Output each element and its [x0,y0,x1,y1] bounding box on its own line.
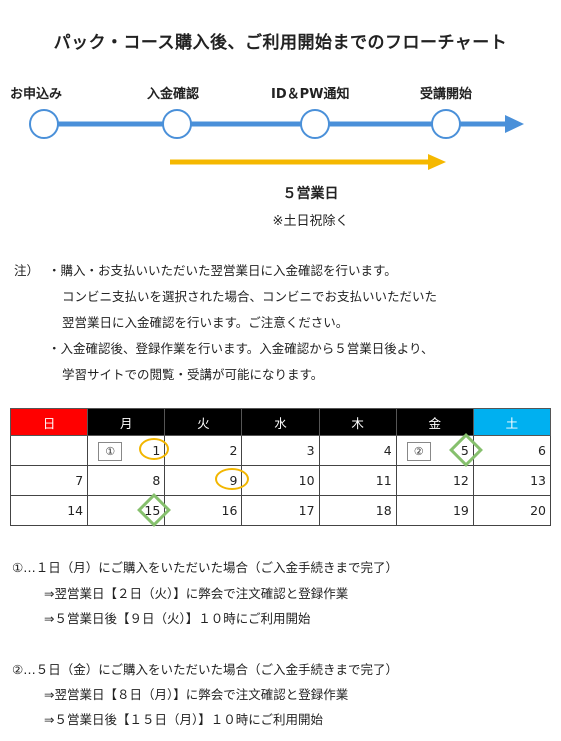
day-number: 14 [67,503,84,518]
example-heading: ②…５日（金）にご購入をいただいた場合（ご入金手続きまで完了） [12,662,398,677]
day-number: 10 [298,473,315,488]
example-line: ⇒翌営業日【８日（月）】に弊会で注文確認と登録作業 [44,687,349,702]
flow-node-course-start [431,109,461,139]
day-number: 11 [375,473,392,488]
page-title: パック・コース購入後、ご利用開始までのフローチャート [53,33,508,53]
calendar-day-cell: 7 [9,465,89,496]
day-number: 1 [152,443,161,458]
day-number: 8 [152,473,161,488]
calendar-day-cell [9,435,89,466]
day-5-wrapper: 5 [448,433,483,467]
calendar-day-cell: 4 [318,435,397,466]
calendar-day-cell: 12 [395,465,474,496]
flow-node-id-pw-notice [300,109,330,139]
step-label-course-start: 受講開始 [420,87,473,102]
day-number: 20 [530,503,546,518]
step-label-apply: お申込み [10,87,63,102]
start-day-ring-highlight [215,468,250,490]
day-number: 7 [75,473,84,488]
excluding-holidays-note: ※土日祝除く [272,214,349,229]
step-label-id-pw-notice: ID＆PW通知 [271,87,350,102]
note-line: ・入金確認後、登録作業を行います。入金確認から５営業日後より、 [48,341,434,356]
day-number: 5 [460,443,469,458]
calendar-day-cell: ② 5 [395,433,483,467]
calendar-header-row: 日 月 火 水 木 金 土 [9,408,552,436]
note-line: 翌営業日に入金確認を行います。ご注意ください。 [62,315,349,330]
calendar-day-cell: 17 [241,495,320,526]
day-15-wrapper: 15 [137,493,172,527]
note-line: 学習サイトでの閲覧・受講が可能になります。 [62,367,324,382]
example-heading: ①…１日（月）にご購入をいただいた場合（ご入金手続きまで完了） [12,560,398,575]
day-number: 13 [530,473,546,488]
calendar-day-cell: 3 [241,435,320,466]
flow-node-apply [29,109,59,139]
business-days-arrowhead [428,154,446,170]
business-days-label: ５営業日 [282,186,339,202]
calendar-day-cell: 11 [318,465,397,496]
calendar-day-cell: 13 [472,465,552,496]
day-number: 3 [306,443,315,458]
case-2-marker: ② [406,442,431,461]
calendar-day-cell: 10 [241,465,320,496]
calendar-day-cell: 8 [87,465,166,496]
header-sunday: 日 [9,408,89,436]
calendar-day-cell: 20 [472,495,552,526]
header-friday: 金 [395,408,474,436]
calendar-week-row: 7 8 9 10 11 12 13 [9,465,552,496]
flow-arrowhead [505,115,524,133]
calendar-day-cell: 19 [395,495,474,526]
calendar-week-row: ① 1 2 3 4 ② 5 6 [9,433,552,467]
header-tuesday: 火 [164,408,243,436]
calendar-day-cell: ① 1 [87,435,170,466]
purchase-day-ring-highlight [139,438,170,460]
calendar-day-cell: 14 [9,495,89,526]
header-saturday: 土 [472,408,552,436]
day-9-wrapper: 9 [215,468,250,490]
example-line: ⇒５営業日後【１５日（月）】１０時にご利用開始 [44,712,323,727]
calendar-day-cell: 18 [318,495,397,526]
calendar-day-cell: 2 [164,435,243,466]
day-number: 6 [538,443,546,458]
case-1-marker: ① [98,442,123,461]
day-number: 2 [229,443,238,458]
flow-diagram [29,109,524,170]
calendar-day-cell: 9 [164,465,250,496]
day-number: 17 [298,503,315,518]
day-1-wrapper: 1 [139,438,170,460]
calendar-day-cell: 16 [164,495,243,526]
header-monday: 月 [87,408,166,436]
day-number: 18 [375,503,392,518]
day-number: 19 [452,503,469,518]
day-number: 15 [144,503,161,518]
header-thursday: 木 [318,408,397,436]
calendar-table: 日 月 火 水 木 金 土 ① 1 2 3 4 ② 5 6 7 8 [9,408,552,527]
calendar-day-cell: 6 [472,435,552,466]
calendar-week-row: 14 15 16 17 18 19 20 [9,493,552,527]
day-number: 4 [383,443,392,458]
calendar-day-cell: 15 [87,493,172,527]
day-number: 16 [221,503,238,518]
example-line: ⇒翌営業日【２日（火）】に弊会で注文確認と登録作業 [44,586,349,601]
note-line: コンビニ支払いを選択された場合、コンビニでお支払いいただいた [62,289,438,304]
step-label-payment-confirm: 入金確認 [147,87,200,102]
day-number: 9 [229,473,238,488]
notes-prefix: 注） [14,263,40,278]
example-line: ⇒５営業日後【９日（火）】１０時にご利用開始 [44,611,311,626]
flow-node-payment-confirm [162,109,192,139]
day-number: 12 [452,473,469,488]
header-wednesday: 水 [241,408,320,436]
note-line: ・購入・お支払いいただいた翌営業日に入金確認を行います。 [48,263,397,278]
